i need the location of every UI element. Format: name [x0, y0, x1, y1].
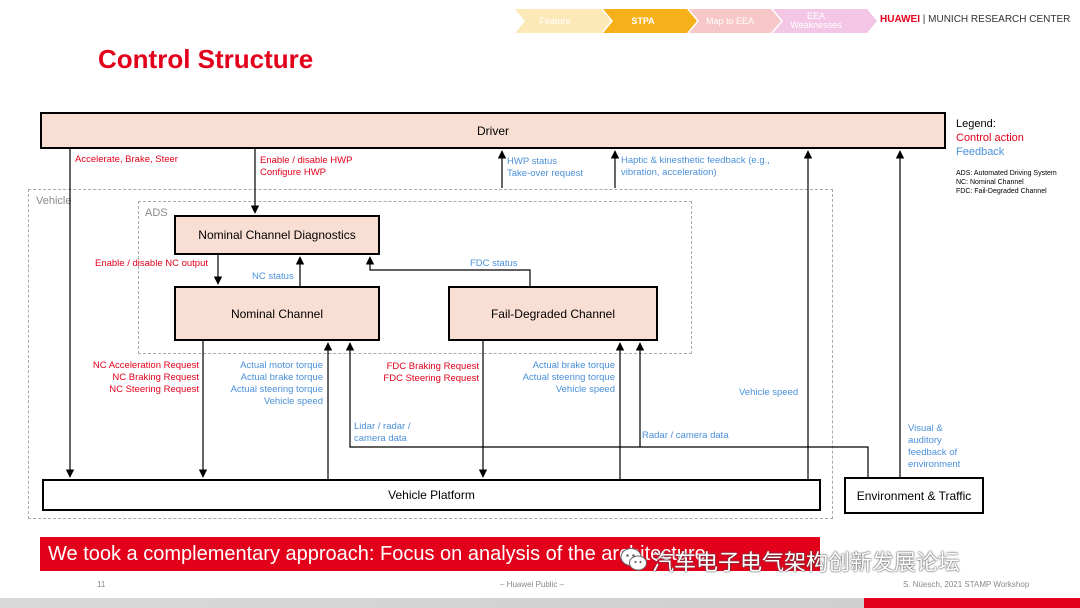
watermark-text: 汽车电子电气架构创新发展论坛	[652, 551, 961, 576]
label-fdc-steer-request: FDC Steering Request	[383, 373, 479, 384]
driver-box[interactable]: Driver	[40, 112, 946, 149]
breadcrumb-step-weakness[interactable]	[773, 9, 877, 33]
label-haptic-1: Haptic & kinesthetic feedback (e.g.,	[621, 155, 770, 166]
vehicle-group	[28, 189, 833, 519]
label-fdc-brake-torque: Actual brake torque	[532, 360, 615, 371]
wechat-logo-icon	[620, 548, 647, 571]
label-visual-2: auditory	[908, 435, 942, 446]
footer-classification: – Huawei Public –	[500, 580, 565, 589]
footer-credit: S. Nüesch, 2021 STAMP Workshop	[903, 580, 1030, 589]
label-fdc-steering-torque: Actual steering torque	[522, 372, 615, 383]
brand-header: HUAWEI | MUNICH RESEARCH CENTER	[880, 14, 1070, 25]
breadcrumb-label-feature: Feature	[539, 15, 571, 26]
label-lidar-1: Lidar / radar /	[354, 421, 411, 432]
label-lidar-2: camera data	[354, 433, 407, 444]
vehicle-group-label: Vehicle	[36, 195, 72, 207]
legend-title: Legend:	[956, 118, 996, 130]
legend-abbr-nc: NC: Nominal Channel	[956, 179, 1024, 186]
ads-group-label: ADS	[145, 207, 168, 219]
label-haptic-2: vibration, acceleration)	[621, 167, 717, 178]
footer-bar	[0, 598, 1080, 608]
label-nc-steer-request: NC Steering Request	[109, 384, 199, 395]
label-brake-torque: Actual brake torque	[240, 372, 323, 383]
label-visual-3: feedback of	[908, 447, 958, 458]
arrow-fdc-status	[365, 256, 531, 286]
label-steering-torque: Actual steering torque	[230, 384, 323, 395]
label-vehicle-speed: Vehicle speed	[739, 387, 799, 398]
page-title: Control Structure	[98, 44, 314, 74]
arrow-lidar	[345, 342, 869, 477]
breadcrumb	[515, 9, 877, 33]
label-fdc-status: FDC status	[470, 258, 518, 269]
ads-group	[138, 201, 692, 354]
breadcrumb-step-map[interactable]	[689, 9, 781, 33]
label-motor-torque: Actual motor torque	[240, 360, 323, 371]
breadcrumb-label-stpa: STPA	[631, 15, 655, 26]
breadcrumb-label-map: Map to EEA	[705, 15, 755, 26]
label-visual-4: environment	[908, 459, 961, 470]
legend-feedback: Feedback	[956, 146, 1005, 158]
fail-degraded-channel-box[interactable]: Fail-Degraded Channel	[448, 286, 658, 341]
legend-control-action: Control action	[956, 132, 1024, 144]
summary-banner: We took a complementary approach: Focus …	[40, 537, 820, 571]
footer-page-number: 11	[97, 580, 106, 589]
label-nc-brake-request: NC Braking Request	[112, 372, 199, 383]
breadcrumb-step-stpa[interactable]	[603, 9, 697, 33]
label-nc-accel-request: NC Acceleration Request	[92, 360, 199, 371]
nominal-channel-box[interactable]: Nominal Channel	[174, 286, 380, 341]
label-hwp-enable: Enable / disable HWP	[260, 155, 353, 166]
label-fdc-vehicle-speed: Vehicle speed	[555, 384, 615, 395]
label-nc-status: NC status	[252, 271, 294, 282]
vehicle-platform-box[interactable]: Vehicle Platform	[42, 479, 821, 511]
legend-abbr-fdc: FDC: Fail-Degraded Channel	[956, 188, 1047, 195]
brand-center: | MUNICH RESEARCH CENTER	[922, 14, 1071, 25]
label-radar: Radar / camera data	[642, 430, 729, 441]
label-hwp-configure: Configure HWP	[260, 167, 326, 178]
label-nc-vehicle-speed: Vehicle speed	[263, 396, 323, 407]
label-accelerate: Accelerate, Brake, Steer	[75, 154, 178, 165]
label-visual-1: Visual &	[908, 423, 943, 434]
breadcrumb-label-weakness: EEA Weaknesses	[790, 11, 842, 30]
label-nc-enable: Enable / disable NC output	[95, 258, 209, 269]
brand-company: HUAWEI	[880, 14, 920, 25]
label-hwp-status: HWP status	[507, 156, 557, 167]
label-takeover: Take-over request	[507, 168, 584, 179]
legend-abbr-ads: ADS: Automated Driving System	[956, 170, 1057, 177]
breadcrumb-step-feature[interactable]	[515, 9, 611, 33]
nominal-channel-diagnostics-box[interactable]: Nominal Channel Diagnostics	[174, 215, 380, 255]
environment-traffic-box[interactable]: Environment & Traffic	[844, 477, 984, 514]
label-fdc-brake-request: FDC Braking Request	[386, 361, 479, 372]
